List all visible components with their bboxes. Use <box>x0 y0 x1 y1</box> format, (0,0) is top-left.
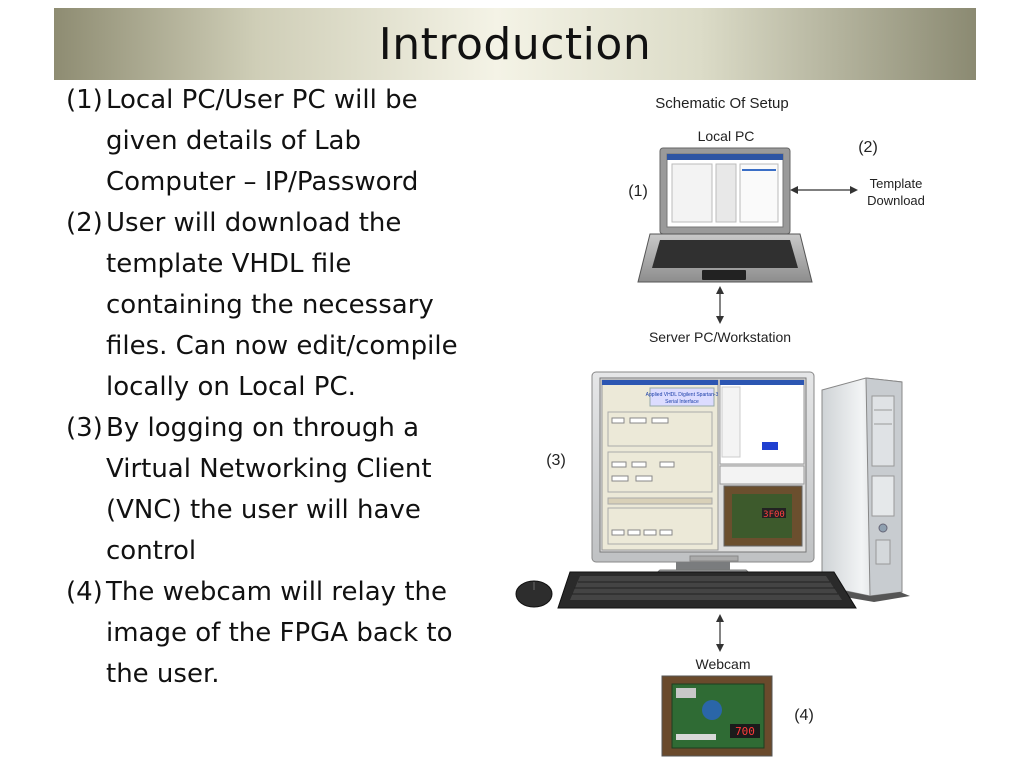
bullet-item: (1) Local PC/User PC will be given detai… <box>66 80 486 203</box>
template-download-arrow <box>790 186 858 194</box>
mouse-icon <box>515 580 553 608</box>
bullet-item: (2) User will download the template VHDL… <box>66 203 486 408</box>
bullet-number: (3) <box>66 413 103 443</box>
bullet-number: (4) <box>66 577 103 607</box>
bullet-number: (2) <box>66 208 103 238</box>
laptop-icon <box>637 147 813 283</box>
webcam-label: Webcam <box>696 656 751 672</box>
bullet-text: Local PC/User PC will be given details o… <box>106 85 419 197</box>
schematic-graphics: Applied VHDL Digilent Spartan-3 Serial I… <box>515 95 925 757</box>
marker-3: (3) <box>546 452 566 469</box>
bullet-item: (3) By logging on through a Virtual Netw… <box>66 408 486 572</box>
fpga-board-icon: 700 <box>661 675 773 757</box>
svg-text:3F00: 3F00 <box>763 510 785 520</box>
marker-4: (4) <box>794 707 814 724</box>
bullet-text: The webcam will relay the image of the F… <box>106 577 453 689</box>
tower-pc-icon <box>816 377 910 602</box>
marker-2: (2) <box>858 139 878 156</box>
bullet-text: User will download the template VHDL fil… <box>106 208 458 402</box>
bullet-text: By logging on through a Virtual Networki… <box>106 413 432 566</box>
board-display-text: 700 <box>735 725 755 738</box>
local-pc-label: Local PC <box>698 128 755 144</box>
bullet-item: (4) The webcam will relay the image of t… <box>66 572 486 695</box>
server-label: Server PC/Workstation <box>649 329 791 345</box>
template-label-line2: Download <box>867 193 925 208</box>
template-label-line1: Template <box>870 176 923 191</box>
bullet-list: (1) Local PC/User PC will be given detai… <box>66 80 486 695</box>
laptop-server-arrow <box>716 286 724 324</box>
setup-schematic: Applied VHDL Digilent Spartan-3 Serial I… <box>500 84 1000 764</box>
monitor-banner-line2: Serial Interface <box>665 399 699 405</box>
slide-title: Introduction <box>378 18 652 70</box>
desktop-monitor-icon: Applied VHDL Digilent Spartan-3 Serial I… <box>591 371 815 585</box>
bullet-number: (1) <box>66 85 103 115</box>
marker-1: (1) <box>628 183 648 200</box>
monitor-banner-line1: Applied VHDL Digilent Spartan-3 <box>646 392 719 398</box>
keyboard-icon <box>557 571 857 609</box>
schematic-heading: Schematic Of Setup <box>655 95 788 112</box>
server-webcam-arrow <box>716 614 724 652</box>
title-banner: Introduction <box>54 8 976 80</box>
